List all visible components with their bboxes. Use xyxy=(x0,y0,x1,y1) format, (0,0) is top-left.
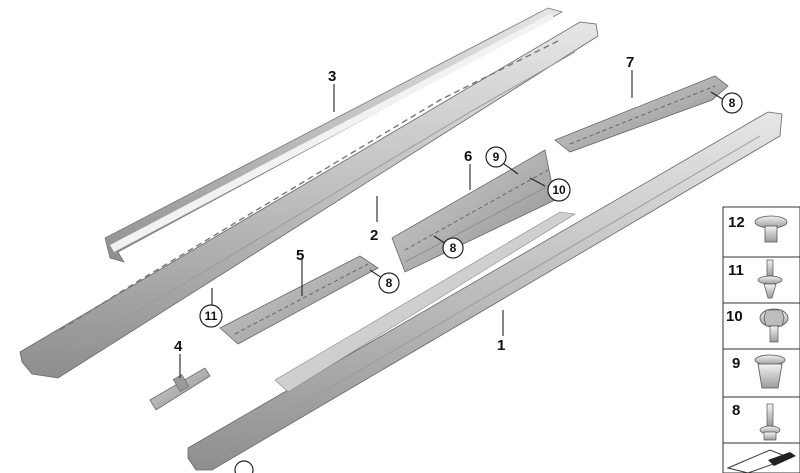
part-1-side-sill-right xyxy=(187,111,783,471)
hex-screw-icon xyxy=(759,308,789,343)
part-5-bracket xyxy=(219,255,379,345)
legend-label-11: 11 xyxy=(728,262,744,279)
circled-callout-10-label: 10 xyxy=(552,183,566,197)
push-clip-icon xyxy=(754,354,786,389)
circled-callout-9-label: 9 xyxy=(493,150,500,164)
callout-1: 1 xyxy=(497,337,505,354)
circled-callout-10: 10 xyxy=(547,178,571,202)
legend-label-9: 9 xyxy=(732,355,740,372)
part-6-bracket xyxy=(391,149,556,273)
callout-4: 4 xyxy=(174,338,183,355)
legend-cell-partial xyxy=(722,442,800,473)
fastener-legend: 12 11 10 xyxy=(722,206,800,473)
expansion-rivet-icon xyxy=(754,215,788,243)
circled-callout-partial xyxy=(234,460,254,473)
legend-cell-10: 10 xyxy=(722,302,800,350)
legend-label-8: 8 xyxy=(732,402,740,419)
part-3-trim-strip xyxy=(104,7,564,263)
legend-cell-9: 9 xyxy=(722,348,800,398)
callout-5: 5 xyxy=(296,247,304,264)
callout-3: 3 xyxy=(328,68,336,85)
circled-callout-8-left-label: 8 xyxy=(386,276,393,290)
legend-cell-12: 12 xyxy=(722,206,800,258)
circled-callout-8-left: 8 xyxy=(378,272,400,294)
legend-label-12: 12 xyxy=(728,214,745,231)
circled-callout-8-rear: 8 xyxy=(721,92,743,114)
callout-2: 2 xyxy=(370,227,378,244)
part-7-bracket xyxy=(554,75,729,153)
part-4-bracket xyxy=(149,367,211,411)
legend-label-10: 10 xyxy=(726,308,743,325)
circled-callout-8-rear-label: 8 xyxy=(729,96,736,110)
circled-callout-11: 11 xyxy=(199,304,223,328)
circled-callout-11-label: 11 xyxy=(205,309,218,323)
callout-6: 6 xyxy=(464,148,472,165)
callout-7: 7 xyxy=(626,54,634,71)
circled-callout-8-center-label: 8 xyxy=(450,241,457,255)
legend-cell-8: 8 xyxy=(722,396,800,444)
circled-callout-9: 9 xyxy=(485,146,507,168)
legend-cell-11: 11 xyxy=(722,256,800,304)
screw-clip-icon xyxy=(759,403,781,441)
clip-pin-icon xyxy=(757,259,783,299)
circled-callout-8-center: 8 xyxy=(442,237,464,259)
part-2-side-sill-left xyxy=(19,21,599,379)
